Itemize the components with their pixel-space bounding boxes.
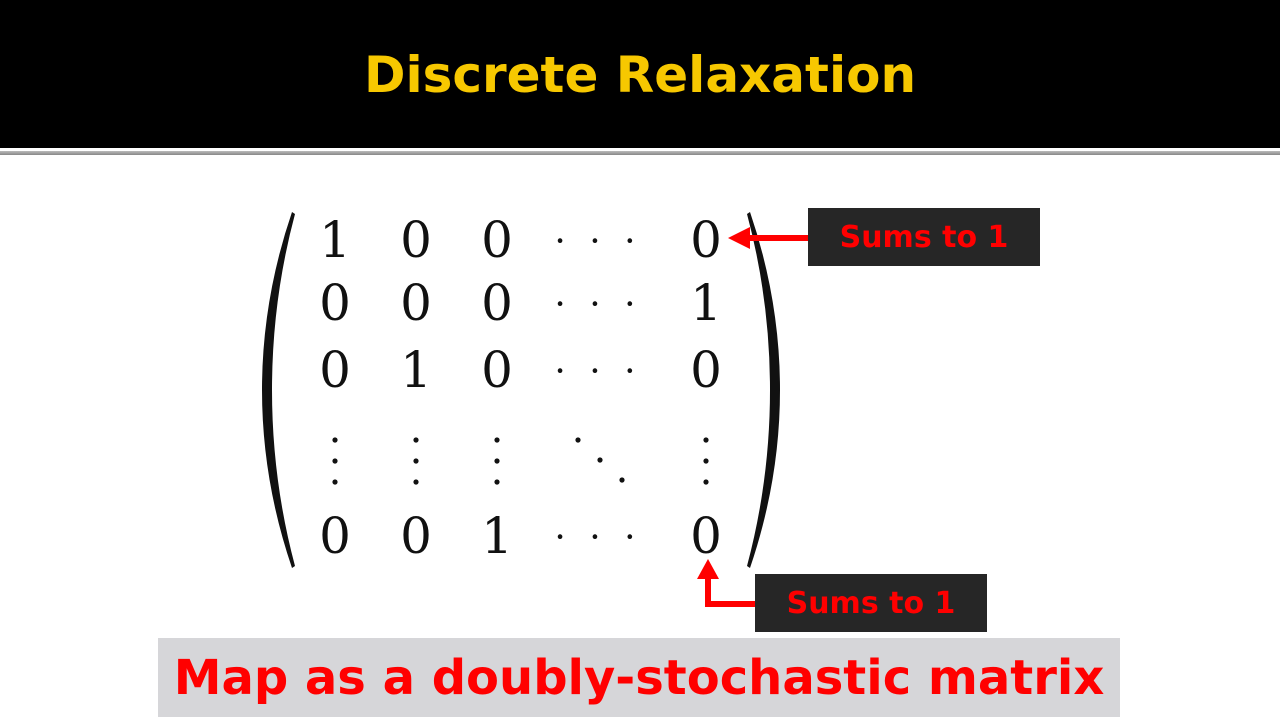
slide-title: Discrete Relaxation	[363, 46, 917, 104]
matrix-cell: 0	[400, 274, 432, 332]
matrix-cell: 0	[690, 507, 722, 565]
matrix-cell: 0	[481, 274, 513, 332]
callout-column-sum: Sums to 1	[755, 574, 987, 632]
cdots: · · ·	[554, 351, 642, 393]
cdots: · · ·	[554, 284, 642, 326]
matrix-cell: 0	[400, 507, 432, 565]
divider	[0, 151, 1280, 155]
footer-caption: Map as a doubly-stochastic matrix	[158, 638, 1120, 717]
matrix-cell: 0	[319, 507, 351, 565]
matrix-cell: 0	[481, 341, 513, 399]
title-bar: Discrete Relaxation	[0, 0, 1280, 148]
cdots: · · ·	[554, 517, 642, 559]
matrix-cell: 1	[319, 211, 351, 269]
arrow-row	[728, 227, 808, 249]
matrix-cell: 0	[319, 274, 351, 332]
matrix-cell: 0	[319, 341, 351, 399]
matrix-cell: 1	[690, 274, 722, 332]
vdots-and-ddots	[332, 437, 709, 485]
matrix-cell: 0	[400, 211, 432, 269]
arrow-column	[697, 559, 755, 607]
matrix-cell: 1	[400, 341, 432, 399]
right-bracket	[747, 212, 780, 568]
matrix-cell: 0	[690, 211, 722, 269]
cdots: · · ·	[554, 221, 642, 263]
left-bracket	[262, 212, 295, 568]
matrix-cell: 0	[690, 341, 722, 399]
matrix-cell: 1	[481, 507, 513, 565]
callout-row-sum: Sums to 1	[808, 208, 1040, 266]
matrix-cell: 0	[481, 211, 513, 269]
